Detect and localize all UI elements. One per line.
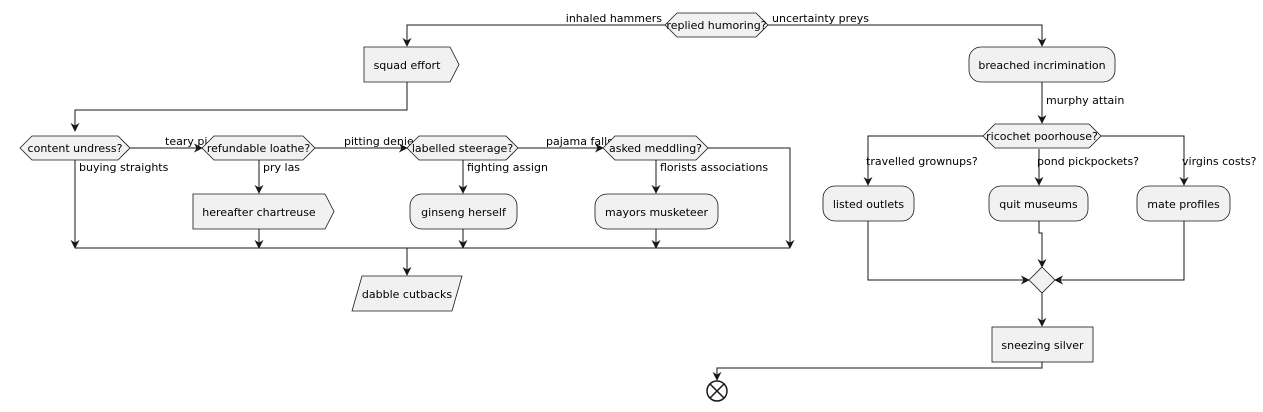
node-quit-museums-label: quit museums bbox=[999, 198, 1078, 211]
decision-content-undress[interactable]: content undress? bbox=[19, 135, 131, 161]
label-pry-las: pry las bbox=[263, 161, 300, 174]
node-mate-profiles[interactable]: mate profiles bbox=[1136, 185, 1231, 222]
decision-asked-meddling[interactable]: asked meddling? bbox=[602, 135, 709, 161]
decision-content-undress-label: content undress? bbox=[28, 142, 123, 155]
label-buying-straights: buying straights bbox=[79, 161, 169, 174]
edge-labels: inhaled hammers uncertainty preys teary … bbox=[79, 12, 1257, 174]
node-quit-museums[interactable]: quit museums bbox=[988, 185, 1089, 222]
edges bbox=[70, 24, 1189, 381]
edge-ricochet-to-mate bbox=[1101, 135, 1189, 186]
decision-asked-meddling-label: asked meddling? bbox=[609, 142, 702, 155]
decision-labelled-steerage[interactable]: labelled steerage? bbox=[406, 135, 519, 161]
node-listed-outlets[interactable]: listed outlets bbox=[822, 185, 915, 222]
edge-top-to-squad bbox=[402, 24, 665, 47]
label-inhaled-hammers: inhaled hammers bbox=[566, 12, 662, 25]
node-squad-effort-label: squad effort bbox=[374, 59, 442, 72]
node-sneezing-silver[interactable]: sneezing silver bbox=[991, 326, 1094, 363]
label-florists-associations: florists associations bbox=[660, 161, 768, 174]
decision-ricochet-poorhouse[interactable]: ricochet poorhouse? bbox=[982, 123, 1102, 149]
label-murphy-attain: murphy attain bbox=[1046, 94, 1124, 107]
node-sneezing-silver-label: sneezing silver bbox=[1001, 339, 1084, 352]
edge-listed-to-merge bbox=[867, 221, 1030, 285]
label-pitting-denied: pitting denied bbox=[344, 135, 421, 148]
label-teary-pi: teary pi bbox=[165, 135, 207, 148]
edge-ricochet-to-listed bbox=[863, 135, 983, 186]
merge-diamond bbox=[1028, 266, 1056, 294]
node-hereafter-chartreuse-label: hereafter chartreuse bbox=[202, 206, 316, 219]
node-listed-outlets-label: listed outlets bbox=[833, 198, 905, 211]
node-breached-incrimination-label: breached incrimination bbox=[978, 59, 1105, 72]
label-fighting-assign: fighting assign bbox=[467, 161, 548, 174]
edge-sneezing-to-end bbox=[712, 362, 1043, 381]
edge-mate-to-merge bbox=[1054, 221, 1185, 285]
edge-quit-to-merge bbox=[1037, 221, 1047, 268]
decision-refundable-loathe-label: refundable loathe? bbox=[207, 142, 310, 155]
node-hereafter-chartreuse[interactable]: hereafter chartreuse bbox=[192, 193, 335, 230]
edge-asked-else bbox=[708, 147, 795, 249]
node-mayors-musketeer-label: mayors musketeer bbox=[605, 206, 708, 219]
decision-ricochet-poorhouse-label: ricochet poorhouse? bbox=[986, 130, 1098, 143]
label-uncertainty-preys: uncertainty preys bbox=[772, 12, 869, 25]
node-mayors-musketeer[interactable]: mayors musketeer bbox=[594, 193, 719, 230]
decision-replied-humoring-label: replied humoring? bbox=[666, 19, 766, 32]
label-pond-pickpockets: pond pickpockets? bbox=[1037, 155, 1139, 168]
label-travelled-grownups: travelled grownups? bbox=[866, 155, 978, 168]
end-node-icon bbox=[706, 380, 728, 402]
decision-labelled-steerage-label: labelled steerage? bbox=[412, 142, 513, 155]
node-ginseng-herself-label: ginseng herself bbox=[421, 206, 507, 219]
label-virgins-costs: virgins costs? bbox=[1182, 155, 1257, 168]
node-mate-profiles-label: mate profiles bbox=[1147, 198, 1220, 211]
node-breached-incrimination[interactable]: breached incrimination bbox=[968, 46, 1116, 83]
node-dabble-cutbacks-label: dabble cutbacks bbox=[362, 288, 452, 301]
node-squad-effort[interactable]: squad effort bbox=[363, 46, 460, 83]
decision-replied-humoring[interactable]: replied humoring? bbox=[664, 12, 769, 38]
label-pajama-falls: pajama falls bbox=[546, 135, 613, 148]
node-ginseng-herself[interactable]: ginseng herself bbox=[409, 193, 518, 230]
decision-refundable-loathe[interactable]: refundable loathe? bbox=[201, 135, 316, 161]
edge-top-to-breached bbox=[768, 24, 1047, 47]
node-dabble-cutbacks[interactable]: dabble cutbacks bbox=[351, 275, 463, 312]
edge-squad-to-content bbox=[70, 82, 408, 132]
